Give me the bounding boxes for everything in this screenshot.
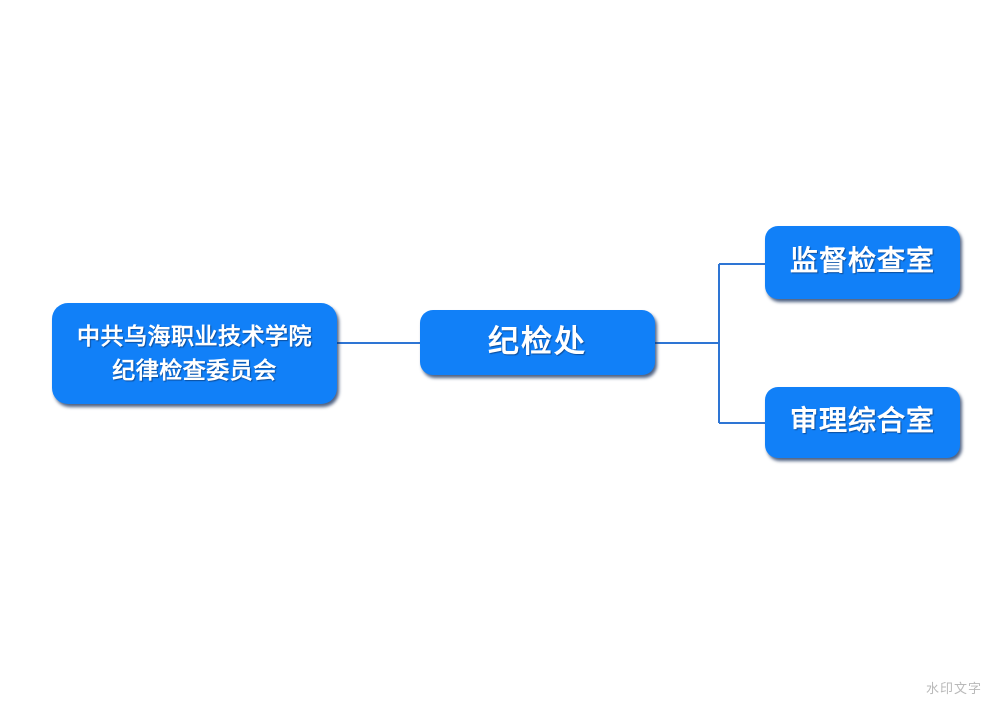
node-root[interactable]: 中共乌海职业技术学院 纪律检查委员会	[52, 303, 337, 404]
node-discipline-department[interactable]: 纪检处	[420, 310, 655, 375]
watermark-text: 水印文字	[925, 681, 982, 696]
node-review-general-office[interactable]: 审理综合室	[765, 387, 960, 458]
node-root-label: 中共乌海职业技术学院 纪律检查委员会	[77, 324, 312, 383]
node-discipline-department-label: 纪检处	[488, 324, 587, 360]
node-supervision-inspection-office-label: 监督检查室	[789, 246, 935, 278]
node-review-general-office-label: 审理综合室	[789, 406, 935, 438]
node-supervision-inspection-office[interactable]: 监督检查室	[765, 226, 960, 299]
